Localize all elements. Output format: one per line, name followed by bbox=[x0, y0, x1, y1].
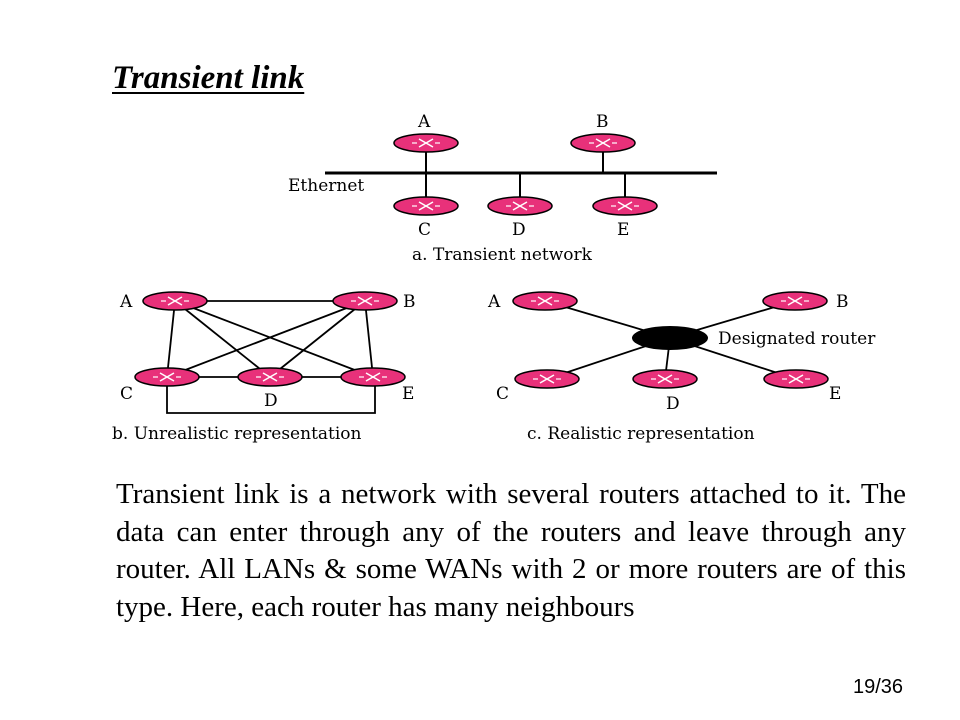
router-c-icon bbox=[514, 369, 580, 389]
router-c-icon bbox=[134, 367, 200, 387]
router-a-icon bbox=[512, 291, 578, 311]
network-diagram: A B Ethernet C D E a. Transient network … bbox=[112, 112, 876, 444]
router-b-icon bbox=[332, 291, 398, 311]
router-a-icon bbox=[393, 133, 459, 153]
page-number: 19/36 bbox=[853, 676, 904, 698]
router-e-label: E bbox=[829, 384, 841, 404]
router-e-icon bbox=[592, 196, 658, 216]
router-d-icon bbox=[487, 196, 553, 216]
router-b-label: B bbox=[836, 292, 849, 312]
description-paragraph: Transient link is a network with several… bbox=[116, 478, 906, 623]
router-d-icon bbox=[632, 369, 698, 389]
realistic-representation: A B Designated router C D E c. Realistic… bbox=[487, 291, 876, 444]
router-e-label: E bbox=[402, 384, 414, 404]
router-e-icon bbox=[763, 369, 829, 389]
transient-network: A B Ethernet C D E a. Transient network bbox=[288, 112, 717, 265]
router-c-icon bbox=[393, 196, 459, 216]
designated-router-label: Designated router bbox=[718, 329, 876, 349]
router-d-icon bbox=[237, 367, 303, 387]
caption-a: a. Transient network bbox=[412, 245, 593, 265]
router-b-icon bbox=[762, 291, 828, 311]
router-d-label: D bbox=[666, 394, 680, 414]
router-a-label: A bbox=[417, 112, 431, 132]
router-e-icon bbox=[340, 367, 406, 387]
router-d-label: D bbox=[264, 391, 278, 411]
slide-title: Transient link bbox=[112, 60, 305, 96]
router-c-label: C bbox=[120, 384, 133, 404]
router-d-label: D bbox=[512, 220, 526, 240]
caption-c: c. Realistic representation bbox=[527, 424, 755, 444]
router-e-label: E bbox=[617, 220, 629, 240]
ethernet-label: Ethernet bbox=[288, 176, 364, 196]
router-b-label: B bbox=[596, 112, 609, 132]
router-a-label: A bbox=[119, 292, 133, 312]
router-a-icon bbox=[142, 291, 208, 311]
router-c-label: C bbox=[496, 384, 509, 404]
router-b-icon bbox=[570, 133, 636, 153]
designated-router-icon bbox=[632, 326, 708, 350]
router-a-label: A bbox=[487, 292, 501, 312]
router-b-label: B bbox=[403, 292, 416, 312]
router-c-label: C bbox=[418, 220, 431, 240]
unrealistic-representation: A B C D E b. Unrealistic representation bbox=[112, 291, 416, 444]
caption-b: b. Unrealistic representation bbox=[112, 424, 362, 444]
